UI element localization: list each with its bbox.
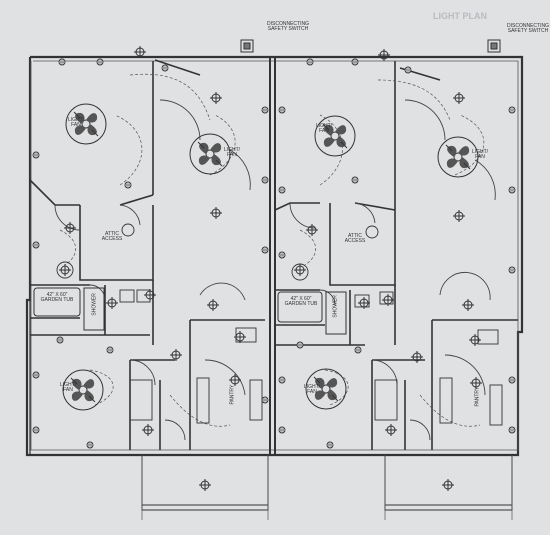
light-fan-label: LIGHT/ FAN — [471, 149, 489, 161]
attic-access-label: ATTIC ACCESS — [101, 231, 123, 243]
light-fan-label: LIGHT/ FAN — [223, 147, 241, 159]
disconnect-label-right: DISCONNECTING SAFETY SWITCH — [507, 23, 549, 35]
light-fan-label: LIGHT/ FAN — [59, 382, 77, 394]
pantry-label: PANTRY — [229, 384, 236, 405]
shower-label: SHOWER — [91, 293, 98, 316]
light-fan-label: LIGHT/ FAN — [315, 123, 333, 135]
garden-tub-label: 42" x 60" GARDEN TUB — [284, 296, 318, 308]
garden-tub-label: 42" x 60" GARDEN TUB — [40, 292, 74, 304]
attic-access-label: ATTIC ACCESS — [344, 233, 366, 245]
disconnect-label-left: DISCONNECTING SAFETY SWITCH — [267, 21, 309, 33]
light-fan-label: LIGHT/ FAN — [303, 384, 321, 396]
pantry-label: PANTRY — [474, 386, 481, 407]
light-fan-label: LIGHT/ FAN — [67, 117, 85, 129]
sheet-title: LIGHT PLAN — [433, 11, 487, 21]
shower-label: SHOWER — [332, 295, 339, 318]
